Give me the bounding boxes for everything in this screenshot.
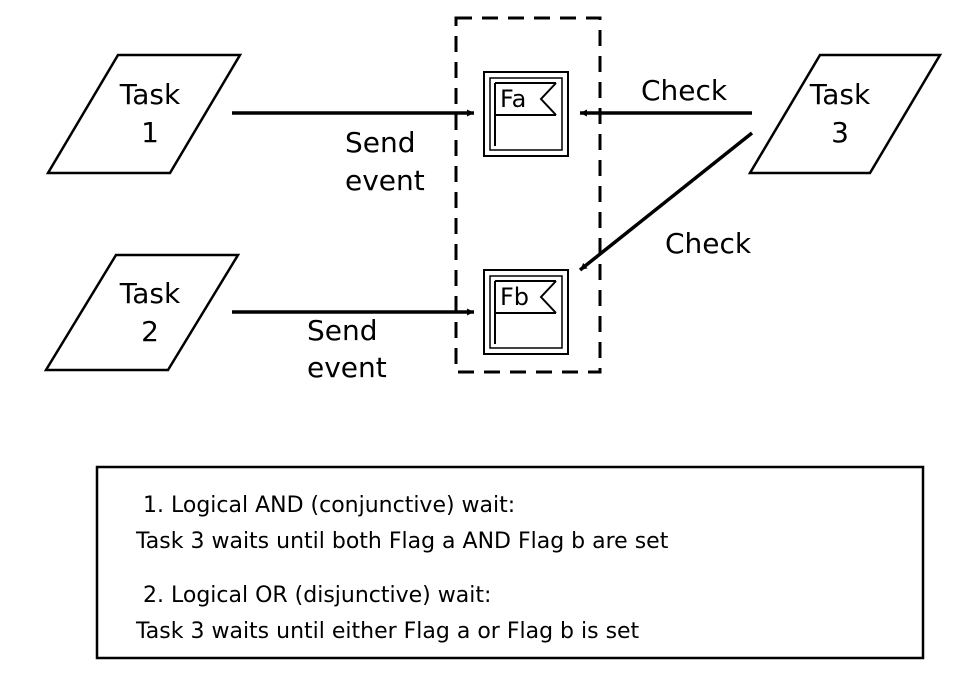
flag-b-icon — [494, 280, 557, 344]
task-3-label-line1: Task — [809, 78, 871, 111]
and-wait-description: Task 3 waits until both Flag a AND Flag … — [135, 529, 669, 554]
task-2-label-line2: 2 — [141, 315, 159, 348]
send-event-1-label-line2: event — [345, 164, 425, 197]
flag-b-node: Fb — [483, 269, 569, 355]
or-wait-description: Task 3 waits until either Flag a or Flag… — [135, 619, 640, 644]
task-3-check-flag-b-arrow — [578, 131, 754, 272]
task-1-label-line1: Task — [119, 78, 181, 111]
and-wait-heading: 1. Logical AND (conjunctive) wait: — [143, 493, 515, 518]
or-wait-heading: 2. Logical OR (disjunctive) wait: — [143, 583, 491, 608]
event-flag-group-box — [454, 16, 602, 374]
task-1-label-line2: 1 — [141, 116, 159, 149]
task-1-node: Task 1 — [45, 53, 243, 175]
wait-modes-note-box: 1. Logical AND (conjunctive) wait: Task … — [95, 465, 925, 660]
task-3-label-line2: 3 — [831, 116, 849, 149]
check-flag-a-label: Check — [641, 74, 728, 107]
task-3-node: Task 3 — [747, 53, 943, 175]
send-event-1-label-line1: Send — [345, 126, 416, 159]
flag-a-label: Fa — [500, 85, 526, 113]
task-2-node: Task 2 — [43, 253, 241, 372]
check-flag-b-label: Check — [665, 227, 752, 260]
send-event-2-label-line1: Send — [307, 314, 378, 347]
flag-a-icon — [494, 82, 557, 146]
send-event-2-label-line2: event — [307, 351, 387, 384]
flag-b-label: Fb — [500, 283, 529, 311]
flag-a-node: Fa — [483, 71, 569, 157]
task-2-label-line1: Task — [119, 277, 181, 310]
